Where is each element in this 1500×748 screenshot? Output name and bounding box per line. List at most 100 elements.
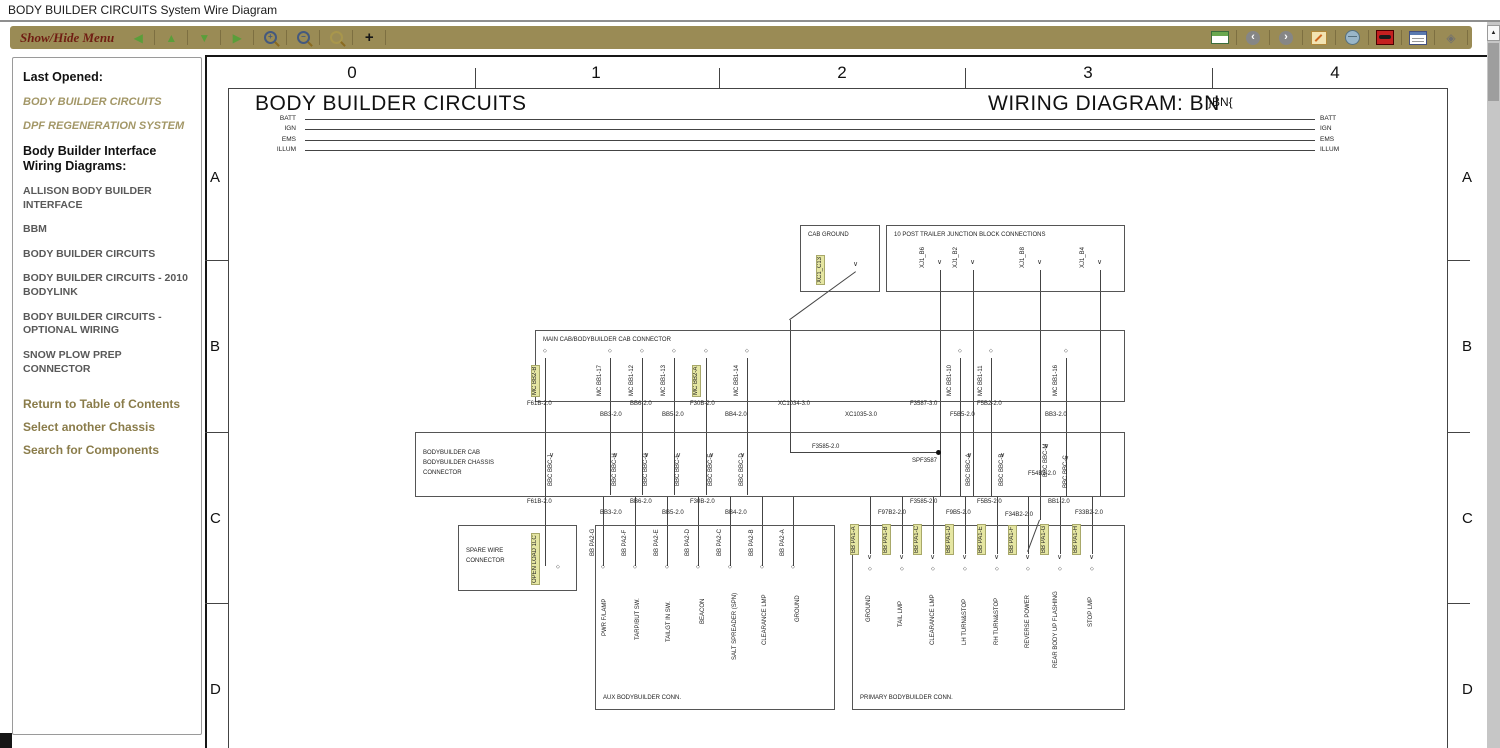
- wire-name-label: BB6-2.0: [630, 401, 652, 407]
- connector-diamond-symbol: ◇: [791, 564, 795, 570]
- sidebar-link-allison-interface[interactable]: ALLISON BODY BUILDER INTERFACE: [23, 184, 152, 211]
- aux-connector-box: [595, 525, 835, 710]
- sidebar-link-bbm[interactable]: BBM: [23, 223, 47, 236]
- sidebar-link-optional-wiring[interactable]: BODY BUILDER CIRCUITS - OPTIONAL WIRING: [23, 310, 162, 337]
- wire: [228, 88, 1447, 89]
- wire-name-label: F5B5-2.0: [977, 499, 1002, 505]
- connector-label: XJ1_B6: [920, 246, 926, 268]
- bus-label-right: IGN: [1320, 125, 1332, 132]
- connector-label[interactable]: XC1_C13: [816, 251, 825, 289]
- sidebar-link-2010-bodylink[interactable]: BODY BUILDER CIRCUITS - 2010 BODYLINK: [23, 272, 188, 299]
- connector-diamond-symbol: ◇: [1026, 566, 1030, 572]
- last-opened-link-body-builder-circuits[interactable]: BODY BUILDER CIRCUITS: [23, 95, 162, 108]
- wire: [965, 68, 966, 88]
- wire-name-label: BB3-2.0: [1045, 412, 1067, 418]
- connector-label[interactable]: MC BB2-B: [531, 361, 540, 401]
- select-chassis-link[interactable]: Select another Chassis: [23, 420, 156, 435]
- diagrams-section-heading: Body Builder Interface Wiring Diagrams:: [23, 143, 157, 174]
- wire: [1212, 68, 1213, 88]
- chassis-connector-box-label: CONNECTOR: [423, 470, 462, 476]
- wire: [635, 497, 636, 566]
- connector-label[interactable]: BB PA1-H: [1072, 520, 1081, 559]
- return-to-toc-link[interactable]: Return to Table of Contents: [23, 397, 181, 412]
- connector-label[interactable]: BB PA1-F: [1008, 521, 1017, 559]
- wire-name-label: F3585-2.0: [812, 444, 840, 450]
- wire: [674, 358, 675, 495]
- bus-label-left: BATT: [279, 115, 296, 122]
- annotate-button[interactable]: [1307, 28, 1331, 47]
- pointer-tool-button[interactable]: ◈: [1439, 28, 1463, 47]
- connector-diamond-symbol: ◇: [543, 348, 547, 354]
- scrollbar-thumb[interactable]: [1488, 43, 1499, 101]
- pan-down-button[interactable]: ▼: [192, 28, 216, 47]
- vertical-scrollbar[interactable]: [1487, 22, 1500, 748]
- connector-label[interactable]: MC BB2-A: [692, 361, 701, 401]
- connector-label[interactable]: BB PA1-A: [850, 521, 859, 559]
- web-link-button[interactable]: [1340, 28, 1364, 47]
- wire: [762, 497, 763, 566]
- connector-fork-symbol: ∨: [1000, 452, 1006, 459]
- next-page-button[interactable]: ›: [1274, 28, 1298, 47]
- cab-ground-box: [800, 225, 880, 292]
- stereo-view-button[interactable]: [1373, 28, 1397, 47]
- pan-up-button[interactable]: ▲: [159, 28, 183, 47]
- zoom-out-button[interactable]: −: [291, 28, 315, 47]
- spare-wire-box: [458, 525, 577, 591]
- connector-label: BBC BBC-J: [548, 454, 554, 486]
- connector-fork-symbol: ∨: [1025, 554, 1031, 561]
- prev-page-button[interactable]: ‹: [1241, 28, 1265, 47]
- chassis-connector-box-label: BODYBUILDER CAB: [423, 450, 481, 456]
- parts-table-button[interactable]: [1406, 28, 1430, 47]
- wire-name-label: F9B5-2.0: [946, 510, 971, 516]
- connector-label[interactable]: BB PA1-C: [913, 520, 922, 559]
- thumbnail-button[interactable]: [1208, 28, 1232, 47]
- connector-label: XJ1_B4: [1080, 246, 1086, 268]
- pin-function-label: TARP/BUT SW.: [635, 598, 641, 640]
- connector-label[interactable]: BB PA1-G: [1040, 520, 1049, 559]
- viewport-border-top: [205, 55, 1487, 57]
- zoom-area-button[interactable]: [324, 28, 348, 47]
- splice-dot: [936, 450, 941, 455]
- scroll-corner: [0, 733, 12, 748]
- primary-connector-box-label: PRIMARY BODYBUILDER CONN.: [860, 695, 953, 701]
- show-hide-menu-button[interactable]: Show/Hide Menu: [20, 29, 115, 45]
- connector-label[interactable]: OPEN LOAD 1LC: [531, 527, 540, 592]
- connector-label[interactable]: BB PA1-E: [977, 521, 986, 559]
- last-opened-link-dpf-regeneration[interactable]: DPF REGENERATION SYSTEM: [23, 119, 185, 132]
- connector-label: BB PA2-B: [749, 529, 755, 556]
- wire: [1447, 603, 1470, 604]
- pin-function-label: STOP LMP: [1088, 596, 1094, 627]
- connector-fork-symbol: ∨: [1089, 554, 1095, 561]
- zoom-in-icon: +: [263, 31, 277, 44]
- cab-ground-box-label: CAB GROUND: [808, 232, 849, 238]
- wire: [973, 270, 974, 497]
- connector-fork-symbol: ∨: [613, 452, 619, 459]
- pan-tool-button[interactable]: +: [357, 28, 381, 47]
- pin-function-label: CLEARANCE LMP: [762, 594, 768, 645]
- pin-function-label: TAIL LMP: [898, 600, 904, 627]
- scroll-up-button[interactable]: ▲: [1487, 25, 1500, 41]
- sidebar-link-snow-plow[interactable]: SNOW PLOW PREP CONNECTOR: [23, 349, 122, 375]
- pan-right-button[interactable]: ▶: [225, 28, 249, 47]
- connector-fork-symbol: ∨: [994, 554, 1000, 561]
- connector-label[interactable]: BB PA1-B: [882, 521, 891, 559]
- connector-label[interactable]: BB PA1-D: [945, 520, 954, 559]
- wire: [610, 358, 611, 495]
- search-components-link[interactable]: Search for Components: [23, 443, 160, 458]
- zoom-in-button[interactable]: +: [258, 28, 282, 47]
- wire: [475, 68, 476, 88]
- wire-name-label: F33B2-2.0: [1075, 510, 1104, 516]
- wire-name-label: BB3-2.0: [600, 412, 622, 418]
- row-letter-left: D: [210, 681, 221, 698]
- sidebar-link-body-builder-circuits[interactable]: BODY BUILDER CIRCUITS: [23, 247, 156, 260]
- wire: [747, 358, 748, 495]
- pan-left-button[interactable]: ◀: [126, 28, 150, 47]
- connector-diamond-symbol: ◇: [728, 564, 732, 570]
- wire: [545, 358, 546, 566]
- pin-function-label: SALT SPREADER (SPN): [732, 592, 738, 660]
- divider: [0, 20, 1500, 22]
- pin-function-label: GROUND: [866, 595, 872, 622]
- wire: [940, 270, 941, 497]
- row-letter-right: A: [1462, 169, 1473, 186]
